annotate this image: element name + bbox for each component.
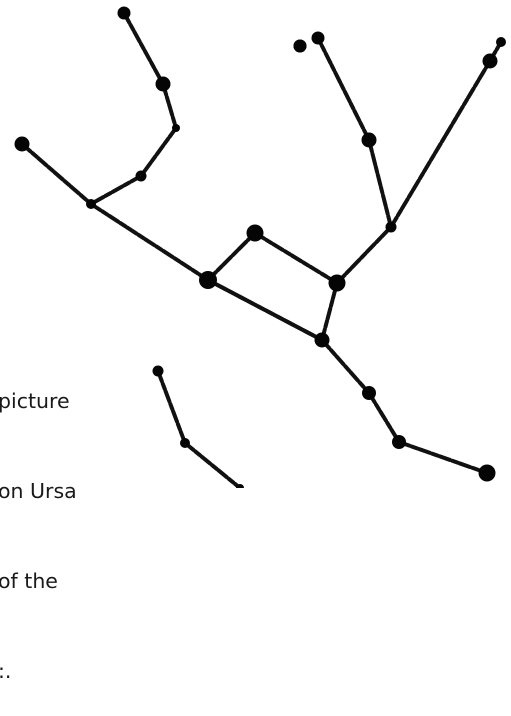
constellation-line-s4-s5: [91, 176, 141, 204]
star-s8: [315, 333, 330, 348]
constellation-line-s12-s14: [369, 140, 391, 227]
star-s5: [86, 199, 96, 209]
constellation-line-s10-s12: [337, 227, 391, 283]
star-s7: [15, 137, 30, 152]
constellation-line-s5-s6: [91, 204, 208, 280]
constellation-line-s8-s9b: [208, 280, 322, 340]
caption-line-4: :.: [0, 656, 77, 686]
constellation-line-s3-s4: [141, 128, 176, 176]
star-s12: [386, 222, 397, 233]
constellation-line-s8-s23: [322, 340, 369, 393]
constellation-line-s14-s19: [318, 38, 369, 140]
star-s20: [153, 366, 164, 377]
star-s14: [362, 133, 377, 148]
constellation-line-s1-s2: [124, 13, 163, 84]
caption-line-3: of the: [0, 566, 77, 596]
star-s2: [156, 77, 171, 92]
caption-text: picture on Ursa of the :.: [0, 326, 77, 716]
constellation-line-s12-s16: [391, 61, 490, 227]
constellation-lines: [22, 13, 501, 488]
constellation-line-s24-s25: [399, 442, 487, 473]
star-s16: [483, 54, 498, 69]
star-s17: [496, 37, 506, 47]
star-twin: [294, 40, 307, 53]
constellation-line-s6-s9: [208, 233, 255, 280]
star-s6: [199, 271, 217, 289]
constellation-line-s8-s10: [322, 283, 337, 340]
star-s10: [329, 275, 346, 292]
star-s25: [479, 465, 496, 482]
constellation-stars: [15, 7, 507, 489]
star-s21: [180, 438, 190, 448]
constellation-line-s9-s10: [255, 233, 337, 283]
caption-line-1: picture: [0, 386, 77, 416]
constellation-line-s23-s24: [369, 393, 399, 442]
constellation-line-s20-s21: [158, 371, 185, 443]
star-s23: [362, 386, 376, 400]
star-s4: [136, 171, 147, 182]
star-s9: [247, 225, 264, 242]
constellation-line-s21-s22: [185, 443, 240, 488]
star-s19: [312, 32, 325, 45]
star-s3: [172, 124, 180, 132]
caption-line-2: on Ursa: [0, 476, 77, 506]
constellation-line-s7-s5: [22, 144, 91, 204]
star-s24: [392, 435, 406, 449]
star-s1: [118, 7, 131, 20]
